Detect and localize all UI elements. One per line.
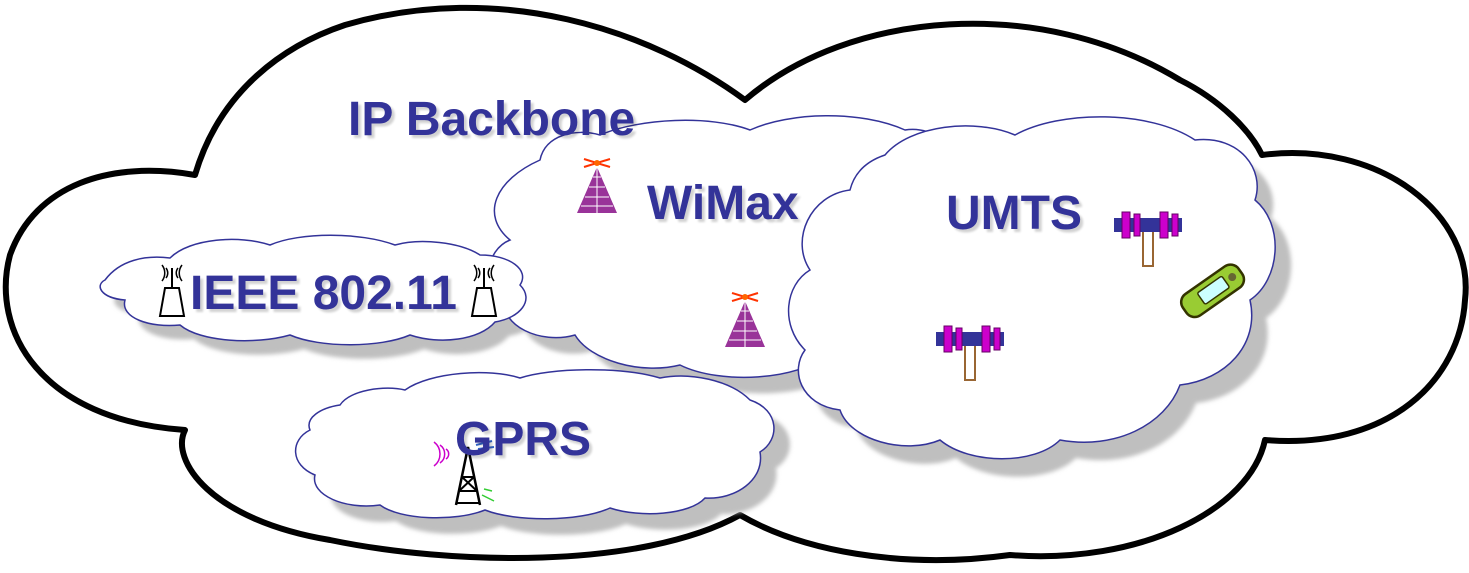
wifi-access-point-icon <box>158 264 186 317</box>
ieee-cloud <box>99 234 527 346</box>
gprs-label: GPRS <box>455 413 592 466</box>
mobile-phone-icon <box>1179 263 1246 319</box>
gprs-tower-icon <box>433 440 495 506</box>
wifi-access-point-icon <box>470 264 498 317</box>
ip-backbone-label: IP Backbone <box>348 93 636 146</box>
umts-antenna-icon <box>936 325 1004 381</box>
umts-antenna-icon <box>1114 211 1182 267</box>
wimax-tower-icon <box>725 292 765 347</box>
wimax-label: WiMax <box>647 177 799 230</box>
wimax-tower-icon <box>577 158 617 213</box>
ieee-802-11-label: IEEE 802.11 <box>190 267 457 320</box>
umts-cloud <box>787 116 1276 460</box>
umts-label: UMTS <box>946 187 1082 240</box>
gprs-cloud <box>294 369 775 520</box>
